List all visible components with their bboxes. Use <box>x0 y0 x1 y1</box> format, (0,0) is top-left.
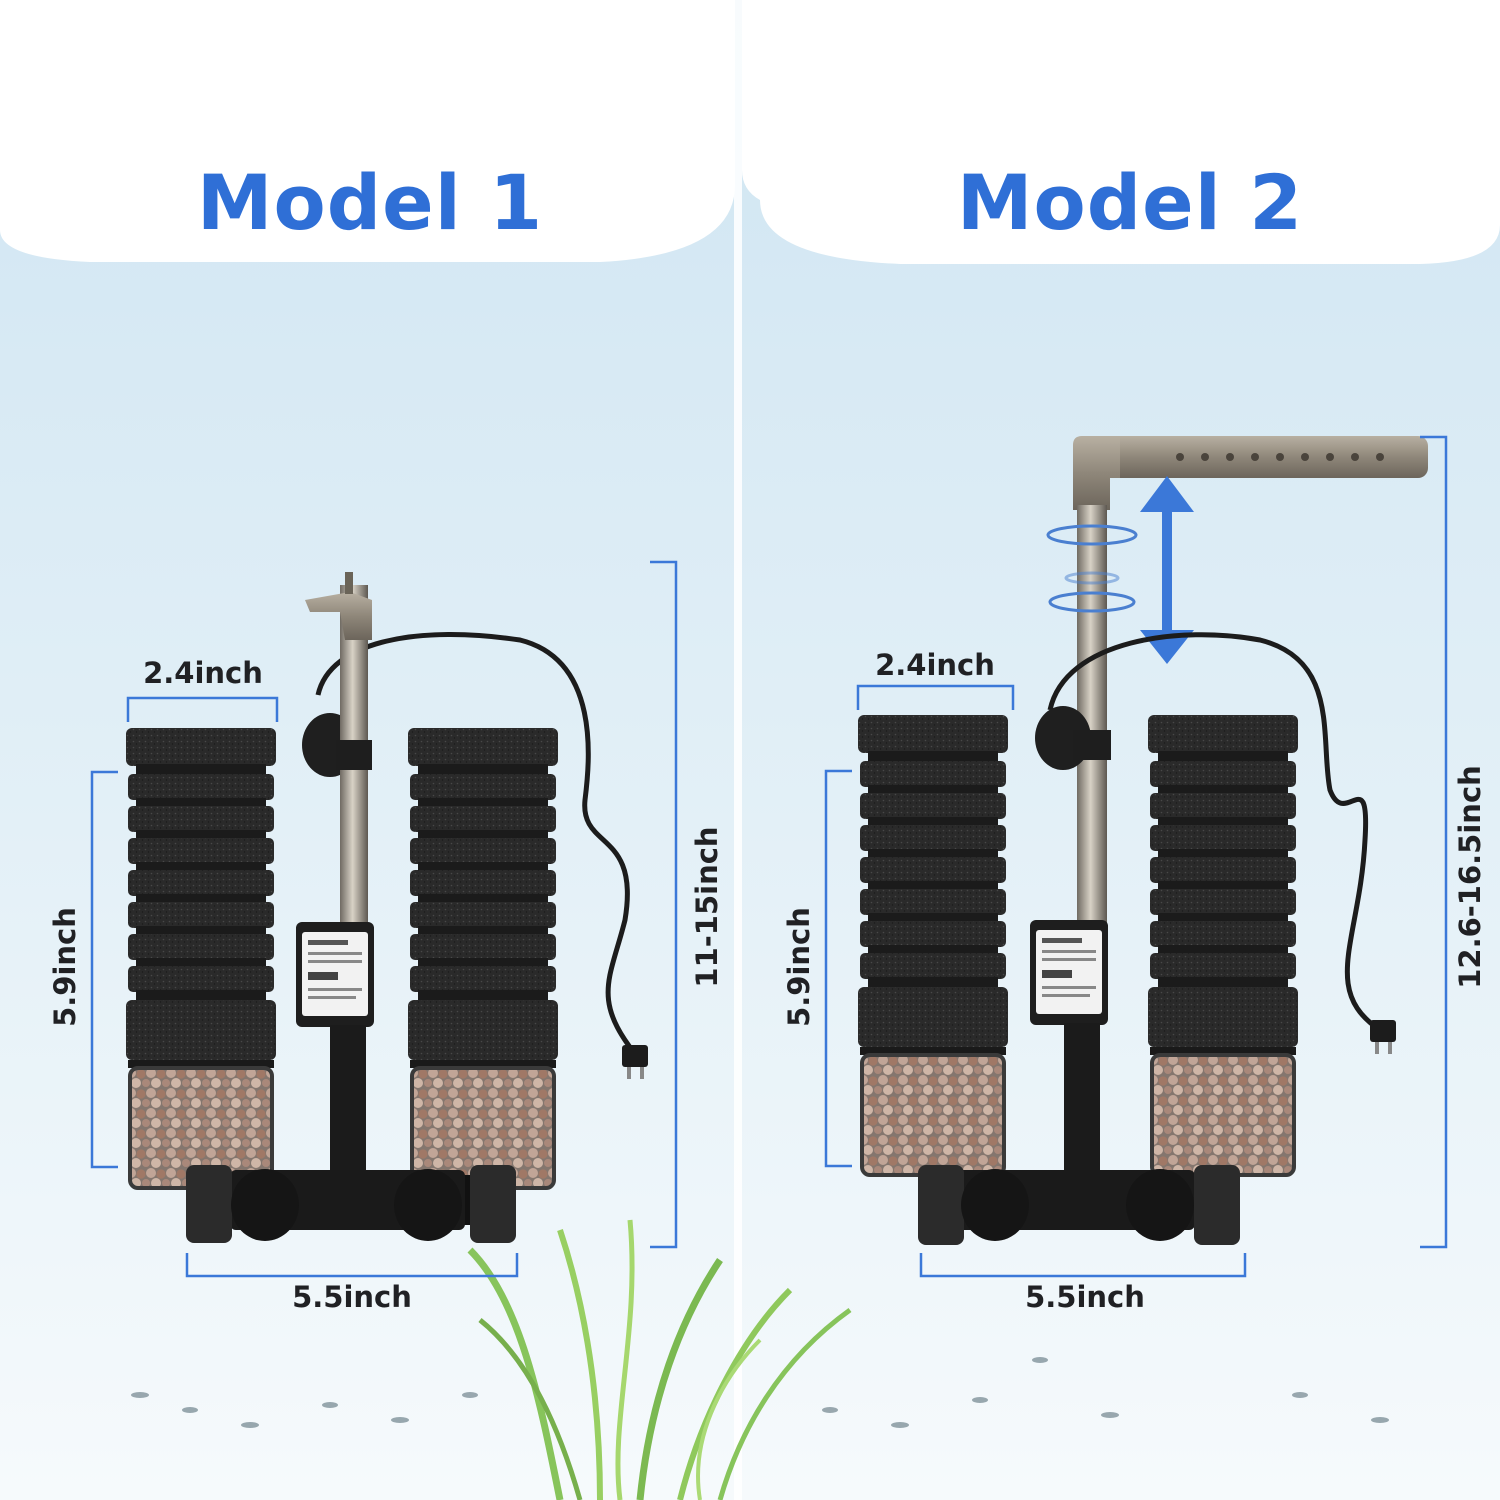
fish-decoration <box>131 1357 1389 1428</box>
m2-base-width-label: 5.5inch <box>1025 1280 1145 1314</box>
m1-height-line <box>90 770 118 1169</box>
panel-divider <box>734 0 742 1500</box>
m1-base-line <box>185 1253 519 1278</box>
model-2-filter <box>856 436 1428 1245</box>
m2-sponge-width-label: 2.4inch <box>875 648 995 682</box>
banner-model-1 <box>0 0 735 262</box>
m2-height-line <box>824 769 852 1168</box>
model-2-title: Model 2 <box>956 158 1304 247</box>
banner-model-2 <box>742 0 1500 264</box>
m1-sponge-height-label: 5.9inch <box>48 907 82 1027</box>
model-1-filter <box>124 572 648 1243</box>
m1-total-line <box>650 560 678 1249</box>
m2-sponge-height-label: 5.9inch <box>782 907 816 1027</box>
m1-width-line <box>126 696 279 722</box>
m2-base-line <box>919 1253 1247 1278</box>
m2-total-height-label: 12.6-16.5inch <box>1453 765 1487 989</box>
m2-total-line <box>1420 435 1448 1249</box>
dimension-lines <box>90 435 1448 1278</box>
m1-sponge-width-label: 2.4inch <box>143 656 263 690</box>
model-1-title: Model 1 <box>196 158 544 247</box>
plant-decoration <box>467 1219 852 1500</box>
m1-base-width-label: 5.5inch <box>292 1280 412 1314</box>
m2-width-line <box>856 684 1015 710</box>
m1-total-height-label: 11-15inch <box>690 826 724 988</box>
